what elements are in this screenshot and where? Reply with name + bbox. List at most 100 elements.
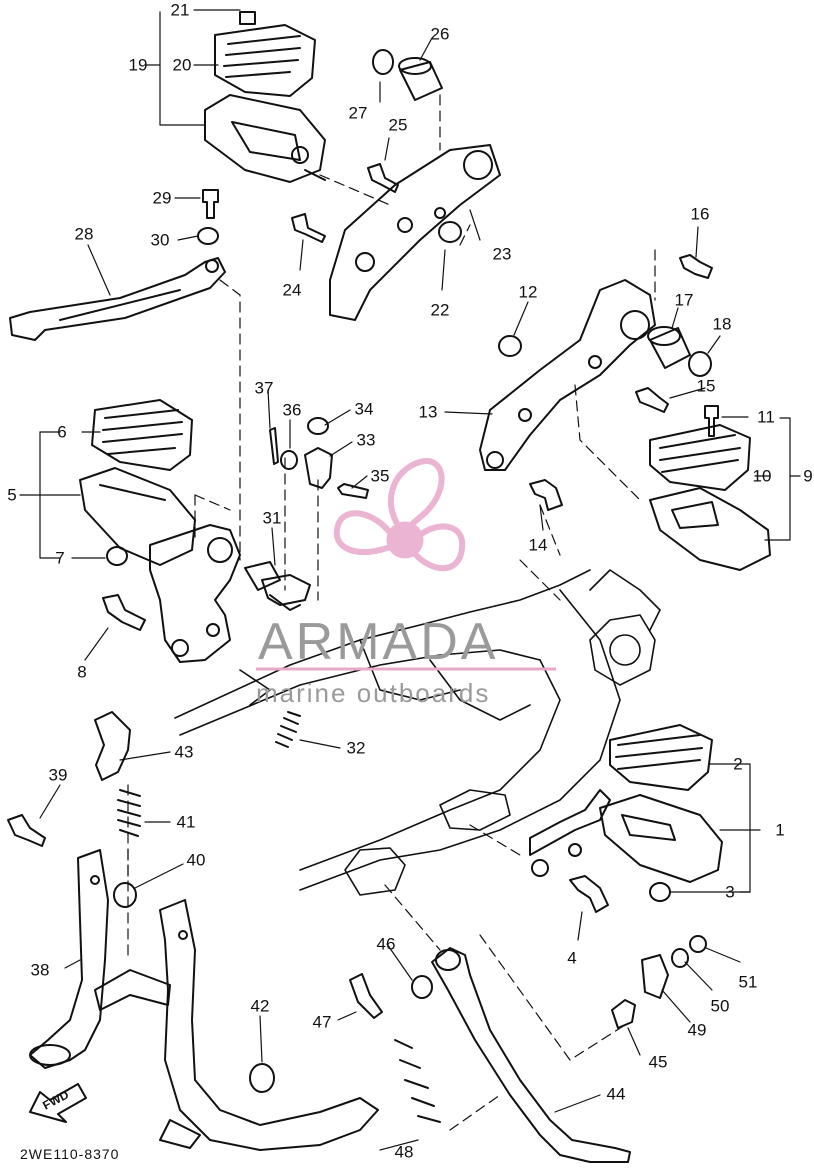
part-label: 42 (250, 996, 270, 1016)
part-label: 46 (376, 934, 396, 954)
washer-36 (280, 450, 298, 470)
part-label: 11 (757, 407, 775, 427)
part-label: 3 (725, 882, 735, 902)
spring-32 (275, 711, 301, 748)
pin-35 (337, 483, 369, 499)
part-label: 37 (254, 378, 274, 398)
bolt-24 (291, 213, 326, 243)
nut-7 (106, 546, 128, 566)
plate-49 (641, 954, 669, 999)
bolt-25 (367, 163, 399, 193)
part-label: 49 (687, 1020, 707, 1040)
fwd-arrow (29, 1083, 87, 1123)
part-label: 41 (176, 812, 196, 832)
bolt-29 (202, 189, 219, 219)
washer-50 (671, 948, 689, 968)
part-label: 13 (418, 402, 438, 422)
part-label: 8 (77, 662, 87, 682)
bolt-39 (7, 814, 46, 847)
bushing-42 (249, 1063, 275, 1093)
bolt-4 (569, 875, 609, 913)
part-label: 14 (528, 535, 548, 555)
part-label: 44 (606, 1084, 626, 1104)
part-label: 29 (152, 188, 172, 208)
front-footrest-left (79, 399, 196, 566)
bolt-11 (704, 405, 719, 437)
washer-27 (372, 49, 394, 75)
part-label: 39 (48, 765, 68, 785)
part-label: 35 (370, 466, 390, 486)
part-label: 47 (312, 1012, 332, 1032)
rear-footrest-left (204, 11, 326, 183)
part-label: 33 (356, 430, 376, 450)
part-label: 26 (430, 24, 450, 44)
bracket-43 (94, 711, 131, 781)
side-stand (431, 947, 631, 1163)
part-label: 36 (282, 400, 302, 420)
bolt-14 (529, 479, 563, 511)
washer-12 (498, 335, 522, 357)
bolt-16 (679, 254, 713, 279)
part-label: 7 (55, 548, 65, 568)
nut-22 (438, 221, 462, 243)
switch-45 (611, 999, 636, 1029)
part-label: 51 (738, 972, 758, 992)
cotter-pin-37 (269, 427, 279, 465)
front-footrest-right (529, 724, 723, 883)
part-label: 20 (172, 55, 192, 75)
part-label: 12 (518, 282, 538, 302)
label-leaders (19, 9, 801, 1151)
part-label: 30 (150, 230, 170, 250)
washer-18 (688, 351, 712, 377)
clevis-33 (304, 447, 333, 489)
nut-30 (197, 227, 219, 245)
part-label: 27 (348, 103, 368, 123)
part-label: 32 (346, 738, 366, 758)
part-label: 9 (803, 466, 813, 486)
part-label: 23 (492, 244, 512, 264)
part-label: 21 (170, 0, 190, 20)
rear-footrest-bracket-left (329, 144, 501, 321)
rear-footrest-bracket-right (479, 279, 656, 471)
bushing-40 (113, 882, 137, 908)
part-label: 4 (567, 948, 577, 968)
nut-3 (649, 882, 671, 902)
drawing-code: 2WE110-8370 (20, 1146, 120, 1162)
washer-46 (411, 975, 433, 999)
nut-34 (307, 417, 329, 435)
part-label: 25 (388, 115, 408, 135)
part-label: 6 (57, 422, 67, 442)
bolt-15 (635, 387, 669, 413)
brake-pedal (9, 257, 226, 341)
part-label: 50 (710, 996, 730, 1016)
part-label: 40 (186, 850, 206, 870)
bolt-8 (102, 594, 146, 631)
spring-48 (394, 1039, 441, 1123)
bushing-17 (647, 326, 691, 369)
watermark-brand: ARMADA (258, 613, 499, 671)
part-label: 34 (354, 399, 374, 419)
front-footrest-bracket-left (149, 524, 241, 663)
part-label: 22 (430, 300, 450, 320)
watermark-tagline: marine outboards (256, 678, 491, 708)
part-label: 48 (394, 1142, 414, 1162)
part-label: 15 (696, 376, 716, 396)
part-label: 31 (262, 508, 282, 528)
nut-51 (689, 935, 707, 953)
part-label: 28 (74, 224, 94, 244)
bushing-26 (398, 57, 443, 101)
brake-shaft (244, 561, 311, 611)
part-label: 17 (674, 290, 694, 310)
part-label: 24 (282, 280, 302, 300)
rear-footrest-right (649, 424, 771, 571)
armada-logo-icon (333, 458, 466, 572)
part-label: 10 (752, 466, 772, 486)
bracket-47 (349, 973, 383, 1019)
part-label: 2 (733, 754, 743, 774)
part-label: 18 (712, 314, 732, 334)
main-stand (29, 849, 379, 1151)
spring-41 (117, 789, 141, 837)
frame-outline (174, 569, 661, 896)
part-label: 1 (775, 820, 785, 840)
